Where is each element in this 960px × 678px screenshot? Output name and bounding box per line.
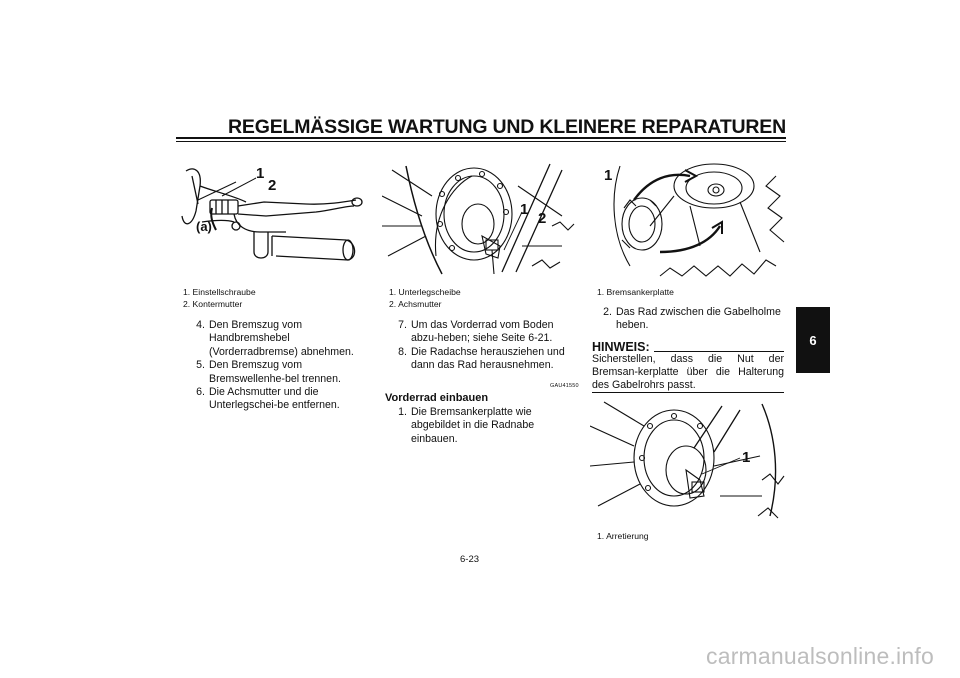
note-label: HINWEIS:: [592, 340, 650, 354]
step-item: 4.Den Bremszug vom Handbremshebel (Vorde…: [196, 319, 354, 358]
note-end-rule: [592, 392, 784, 393]
step-item: 8.Die Radachse herausziehen und dann das…: [398, 345, 565, 372]
title-rule-thin: [176, 141, 786, 142]
note-label-rule: [654, 351, 784, 352]
caption-line: 1. Arretierung: [597, 531, 649, 541]
figure2-caption: 1. Unterlegscheibe 2. Achsmutter: [389, 286, 461, 310]
figure-front-hub-axle: 1 2: [382, 163, 575, 275]
step-item: 1.Die Bremsankerplatte wie abgebildet in…: [398, 406, 535, 445]
caption-line: 2. Kontermutter: [183, 299, 243, 309]
page-number: 6-23: [460, 554, 480, 565]
callout-1: 1: [520, 201, 528, 218]
note-text: Sicherstellen, dass die Nut der Bremsan-…: [592, 353, 784, 391]
caption-line: 1. Einstellschraube: [183, 287, 256, 297]
callout-2: 2: [538, 210, 546, 227]
figure-brake-lever: 1 2 (a): [181, 165, 363, 261]
step-item: 5.Den Bremszug vom Bremswellenhe-bel tre…: [196, 359, 341, 385]
col3-steps: 2.Das Rad zwischen die Gabelholme heben.: [590, 306, 784, 333]
figure-brake-anchor-plate: 1: [604, 163, 785, 277]
step-item: 2.Das Rad zwischen die Gabelholme heben.: [603, 306, 781, 332]
step-item: 6.Die Achsmutter und die Unterlegschei-b…: [196, 386, 340, 412]
callout-2: 2: [268, 177, 276, 194]
section-heading: Vorderrad einbauen: [385, 392, 489, 404]
page-title: REGELMÄSSIGE WARTUNG UND KLEINERE REPARA…: [228, 116, 786, 138]
figure-hub-stopper: 1: [590, 401, 785, 519]
watermark: carmanualsonline.info: [706, 643, 934, 669]
chapter-tab: 6: [796, 307, 830, 373]
caption-line: 1. Bremsankerplatte: [597, 287, 674, 297]
reference-code: GAU41550: [550, 383, 579, 389]
col2-install-steps: 1.Die Bremsankerplatte wie abgebildet in…: [385, 406, 579, 446]
caption-line: 2. Achsmutter: [389, 299, 442, 309]
figure1-caption: 1. Einstellschraube 2. Kontermutter: [183, 286, 256, 310]
col1-steps: 4.Den Bremszug vom Handbremshebel (Vorde…: [183, 319, 375, 413]
figure4-caption: 1. Arretierung: [597, 530, 649, 542]
callout-1: 1: [256, 165, 264, 182]
callout-a: (a): [196, 219, 212, 234]
caption-line: 1. Unterlegscheibe: [389, 287, 461, 297]
callout-1: 1: [604, 167, 612, 184]
step-item: 7.Um das Vorderrad vom Boden abzu-heben;…: [398, 319, 554, 345]
callout-1: 1: [742, 449, 750, 466]
col2-steps: 7.Um das Vorderrad vom Boden abzu-heben;…: [385, 319, 579, 373]
title-rule: [176, 137, 786, 139]
figure3-caption: 1. Bremsankerplatte: [597, 286, 674, 298]
